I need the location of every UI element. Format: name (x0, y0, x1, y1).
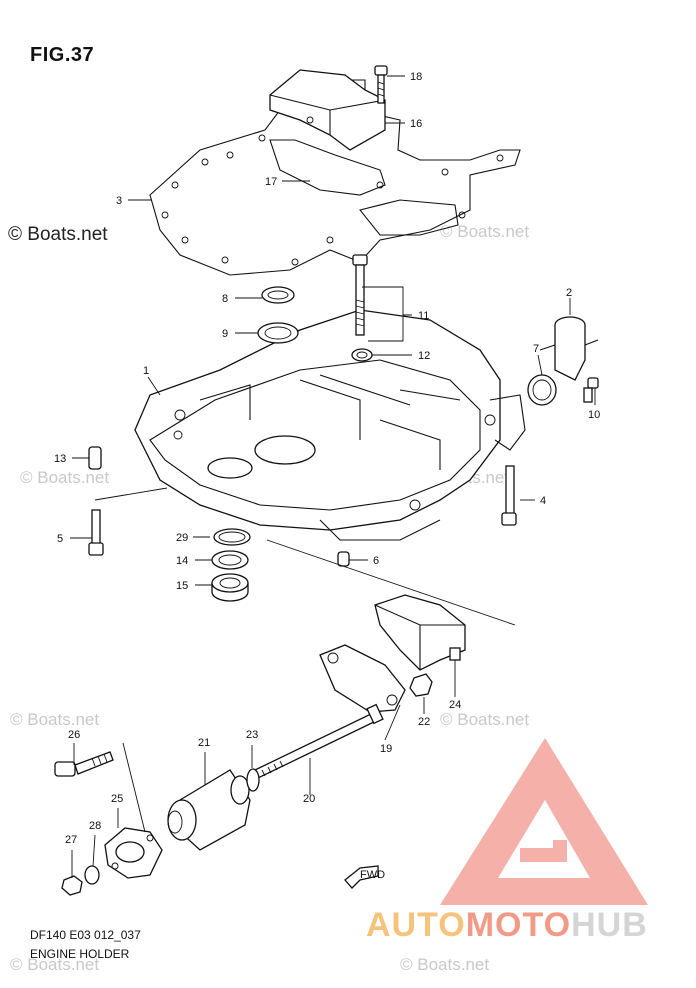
callout-22: 22 (418, 716, 430, 728)
callout-19: 19 (380, 743, 392, 755)
callout-17: 17 (265, 176, 277, 188)
bolt-part-10 (583, 377, 599, 403)
bolt-part-4 (501, 465, 517, 526)
brand-wordmark: AUTOMOTOHUB (366, 906, 648, 945)
callout-1: 1 (143, 365, 149, 377)
callout-labels: 1 2 3 4 5 6 7 8 9 10 11 12 13 14 15 16 1… (54, 71, 600, 846)
callout-4: 4 (540, 495, 546, 507)
diagram-code: DF140 E03 012_037 (30, 928, 141, 942)
plate-part-19 (319, 644, 406, 713)
washer-part-23 (246, 768, 260, 792)
nut-part-27 (61, 875, 83, 896)
snap-ring-part-29 (213, 528, 251, 546)
callout-2: 2 (566, 287, 572, 299)
callout-11: 11 (418, 310, 429, 322)
watermark: © Boats.net (20, 468, 110, 487)
callout-26: 26 (68, 729, 80, 741)
callout-9: 9 (222, 328, 228, 340)
callout-7: 7 (533, 343, 539, 355)
callout-14: 14 (176, 555, 188, 567)
leader-lines (70, 75, 596, 878)
callout-24: 24 (449, 699, 461, 711)
figure-title: FIG.37 (30, 44, 95, 66)
bearing-part-15 (211, 573, 249, 602)
bracket-part-24 (374, 594, 466, 671)
callout-18: 18 (410, 71, 422, 83)
diagram-name: ENGINE HOLDER (30, 947, 130, 961)
washer-part-12 (351, 348, 373, 362)
oil-seal-part-9 (257, 322, 299, 344)
callout-23: 23 (246, 729, 258, 741)
callout-8: 8 (222, 293, 228, 305)
callout-25: 25 (111, 793, 123, 805)
brand-logo (440, 738, 648, 905)
callout-3: 3 (116, 195, 122, 207)
callout-6: 6 (373, 555, 379, 567)
callout-15: 15 (176, 580, 188, 592)
bolt-part-18 (374, 65, 388, 104)
mount-part-21 (167, 769, 251, 851)
o-ring-part-7 (527, 374, 557, 406)
callout-29: 29 (176, 532, 188, 544)
brand-part-3: HUB (571, 906, 648, 944)
callout-13: 13 (54, 453, 66, 465)
callout-28: 28 (89, 820, 101, 832)
forward-arrow-icon: FWD (344, 865, 385, 889)
callout-16: 16 (410, 118, 422, 130)
fwd-label: FWD (360, 869, 385, 881)
watermark: © Boats.net (440, 710, 530, 729)
bearing-part-14 (211, 550, 249, 570)
callout-27: 27 (65, 834, 77, 846)
watermark: © Boats.net (400, 955, 490, 974)
callout-10: 10 (588, 409, 600, 421)
bolt-part-11 (352, 254, 368, 336)
callout-12: 12 (418, 350, 430, 362)
brand-part-1: AUTO (366, 906, 466, 944)
watermark: © Boats.net (10, 710, 100, 729)
pipe-part-2 (539, 316, 599, 381)
bolt-part-20 (254, 703, 384, 779)
dowel-pin-part-13 (88, 446, 102, 470)
callout-5: 5 (57, 533, 63, 545)
cover-part-16 (269, 69, 386, 151)
watermark: © Boats.net (440, 222, 530, 241)
watermark: © Boats.net (10, 955, 100, 974)
nut-part-22 (409, 673, 433, 697)
bolt-part-26 (54, 751, 114, 777)
dowel-pin-part-6 (337, 551, 350, 567)
washer-part-28 (84, 865, 100, 885)
brand-part-2: MOTO (465, 906, 572, 944)
callout-21: 21 (198, 737, 210, 749)
callout-20: 20 (303, 793, 315, 805)
bolt-part-5 (88, 509, 104, 556)
oil-seal-part-8 (261, 286, 295, 304)
copyright-notice: © Boats.net (8, 224, 108, 245)
holder-part-25 (104, 827, 163, 879)
engine-holder-part-1 (134, 309, 526, 541)
